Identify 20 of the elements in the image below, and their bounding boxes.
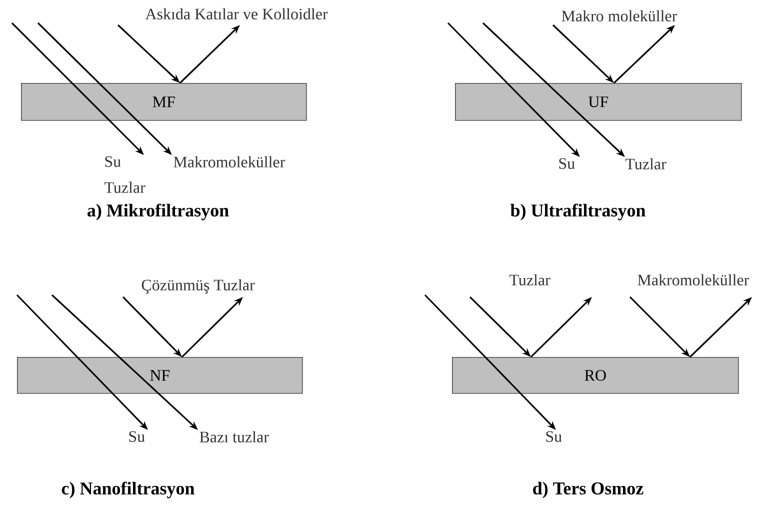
membrane-box: UF: [455, 83, 742, 121]
substance-label: Makro moleküller: [562, 10, 678, 22]
substance-label: Su: [546, 431, 562, 442]
panel-caption: d) Ters Osmoz: [533, 482, 644, 498]
panel-caption: c) Nanofiltrasyon: [62, 482, 194, 498]
membrane-box: RO: [452, 357, 739, 394]
substance-label: Çözünmüş Tuzlar: [142, 279, 255, 294]
membrane-box: MF: [21, 83, 307, 121]
substance-label: Su: [559, 158, 575, 169]
substance-label: Su Tuzlar: [104, 156, 146, 193]
substance-label: Makromoleküller: [174, 156, 286, 168]
substance-label: Askıda Katılar ve Kolloidler: [145, 8, 328, 20]
substance-label: Bazı tuzlar: [200, 431, 269, 442]
substance-label: Makromoleküller: [638, 274, 750, 286]
panel-caption: a) Mikrofiltrasyon: [88, 204, 229, 220]
substance-label: Tuzlar: [625, 158, 666, 170]
panel-caption: b) Ultrafiltrasyon: [510, 204, 646, 220]
membrane-box: NF: [17, 357, 303, 394]
substance-label: Tuzlar: [509, 274, 550, 286]
substance-label: Su: [129, 431, 145, 442]
